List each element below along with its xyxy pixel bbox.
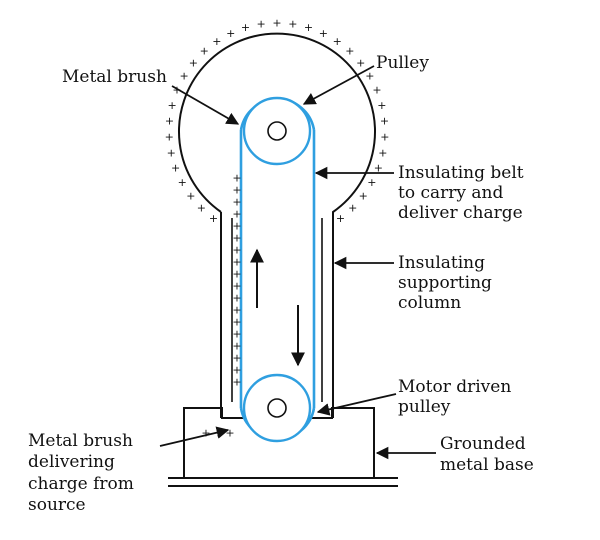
plus-charge: + — [171, 162, 180, 175]
plus-charge: + — [225, 427, 234, 440]
label-insulating-belt-2: to carry and — [398, 183, 503, 203]
label-metal-brush-bottom-1: Metal brush — [28, 431, 133, 451]
plus-charge: + — [365, 69, 374, 82]
plus-charge: + — [232, 280, 241, 293]
plus-charge: + — [232, 316, 241, 329]
plus-charge: + — [179, 69, 188, 82]
label-insulating-column-3: column — [398, 293, 461, 313]
plus-charge: + — [232, 376, 241, 389]
dome-charges: +++++++++++++++++++++++++++++++++++ — [165, 17, 390, 225]
plus-charge: + — [232, 244, 241, 257]
plus-charge: + — [186, 190, 195, 203]
plus-charge: + — [189, 56, 198, 69]
plus-charge: + — [304, 21, 313, 34]
plus-charge: + — [356, 56, 365, 69]
plus-charge: + — [256, 18, 265, 31]
plus-charge: + — [232, 268, 241, 281]
plus-charge: + — [209, 212, 218, 225]
plus-charge: + — [380, 115, 389, 128]
label-metal-brush-top: Metal brush — [62, 67, 167, 87]
plus-charge: + — [165, 115, 174, 128]
label-metal-brush-bottom-4: source — [28, 495, 86, 515]
plus-charge: + — [232, 364, 241, 377]
plus-charge: + — [200, 45, 209, 58]
pointer-motor-pulley — [316, 393, 397, 416]
plus-charge: + — [232, 208, 241, 221]
plus-charge: + — [232, 328, 241, 341]
plus-charge: + — [333, 35, 342, 48]
plus-charge: + — [232, 352, 241, 365]
plus-charge: + — [232, 256, 241, 269]
plus-charge: + — [232, 232, 241, 245]
plus-charge: + — [232, 196, 241, 209]
plus-charge: + — [359, 190, 368, 203]
plus-charge: + — [336, 212, 345, 225]
pointer-pulley — [302, 65, 375, 105]
pulley-top-axle — [267, 121, 287, 141]
plus-charge: + — [167, 146, 176, 159]
plus-charge: + — [378, 146, 387, 159]
plus-charge: + — [372, 84, 381, 97]
plus-charge: + — [288, 18, 297, 31]
label-insulating-column-2: supporting — [398, 273, 492, 293]
plus-charge: + — [380, 131, 389, 144]
plus-charge: + — [165, 131, 174, 144]
plus-charge: + — [319, 27, 328, 40]
plus-charge: + — [232, 304, 241, 317]
pointer-metal-brush-top — [171, 85, 240, 125]
label-metal-brush-bottom-2: delivering — [28, 452, 115, 472]
label-insulating-belt-1: Insulating belt — [398, 163, 524, 183]
label-metal-brush-bottom-3: charge from — [28, 474, 134, 494]
motor-pulley-axle — [267, 398, 287, 418]
label-insulating-column-1: Insulating — [398, 253, 485, 273]
label-grounded-base-1: Grounded — [440, 434, 526, 454]
plus-charge: + — [167, 99, 176, 112]
plus-charge: + — [178, 176, 187, 189]
plus-charge: + — [212, 35, 221, 48]
plus-charge: + — [241, 21, 250, 34]
plus-charge: + — [374, 162, 383, 175]
plus-charge: + — [348, 202, 357, 215]
insulating-belt — [239, 130, 316, 408]
plus-charge: + — [272, 17, 281, 30]
plus-charge: + — [232, 184, 241, 197]
label-motor-pulley-2: pulley — [398, 397, 451, 417]
plus-charge: + — [377, 99, 386, 112]
metal-dome — [178, 32, 376, 418]
pointer-metal-brush-bottom — [159, 426, 230, 447]
plus-charge: + — [232, 292, 241, 305]
belt-charges: ++++++++++++++++++ — [232, 172, 241, 389]
plus-charge: + — [345, 45, 354, 58]
plus-charge: + — [232, 340, 241, 353]
plus-charge: + — [172, 84, 181, 97]
plus-charge: + — [197, 202, 206, 215]
plus-charge: + — [201, 427, 210, 440]
plus-charge: + — [232, 220, 241, 233]
label-motor-pulley-1: Motor driven — [398, 377, 511, 397]
plus-charge: + — [232, 172, 241, 185]
plus-charge: + — [226, 27, 235, 40]
insulating-column — [231, 218, 323, 402]
label-grounded-base-2: metal base — [440, 455, 534, 475]
label-insulating-belt-3: deliver charge — [398, 203, 523, 223]
label-pulley: Pulley — [376, 53, 429, 73]
plus-charge: + — [367, 176, 376, 189]
